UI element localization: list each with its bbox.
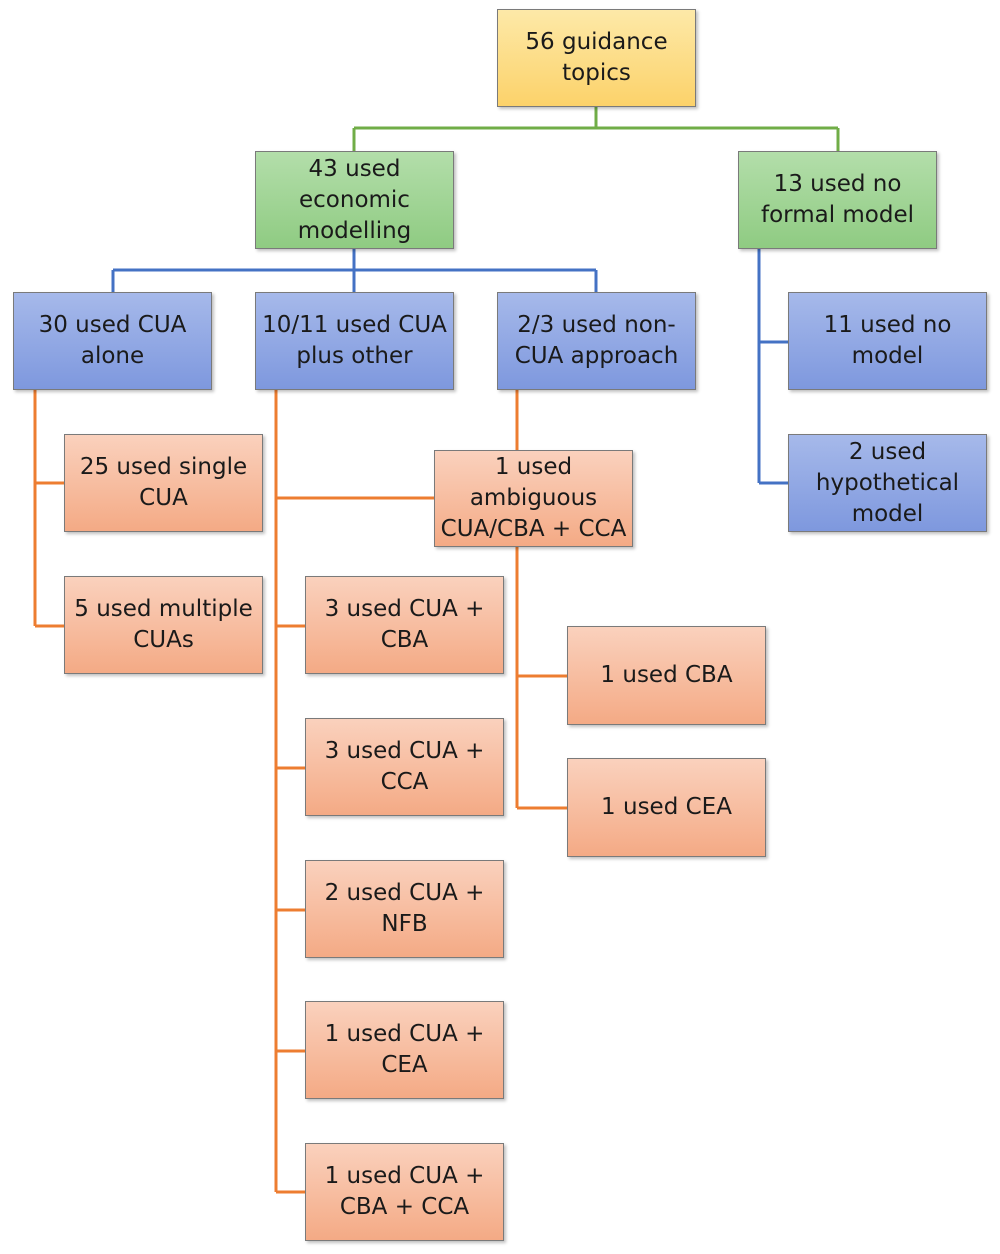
node-cua-nfb: 2 used CUA + NFB xyxy=(305,860,504,958)
node-cua-cea: 1 used CUA + CEA xyxy=(305,1001,504,1099)
node-no-formal-model: 13 used no formal model xyxy=(738,151,937,249)
node-hypothetical-model: 2 used hypothetical model xyxy=(788,434,987,532)
node-economic-modelling: 43 used economic modelling xyxy=(255,151,454,249)
node-cba: 1 used CBA xyxy=(567,626,766,725)
node-cua-cba: 3 used CUA + CBA xyxy=(305,576,504,674)
node-multiple-cuas: 5 used multiple CUAs xyxy=(64,576,263,674)
node-non-cua-approach: 2/3 used non- CUA approach xyxy=(497,292,696,390)
node-cua-plus-other: 10/11 used CUA plus other xyxy=(255,292,454,390)
node-cea: 1 used CEA xyxy=(567,758,766,857)
node-ambiguous: 1 used ambiguous CUA/CBA + CCA xyxy=(434,450,633,547)
node-cua-cba-cca: 1 used CUA + CBA + CCA xyxy=(305,1143,504,1241)
green-connectors xyxy=(352,107,840,151)
node-no-model: 11 used no model xyxy=(788,292,987,390)
node-cua-alone: 30 used CUA alone xyxy=(13,292,212,390)
orange-connectors xyxy=(33,390,567,1194)
node-cua-cca: 3 used CUA + CCA xyxy=(305,718,504,816)
node-single-cua: 25 used single CUA xyxy=(64,434,263,532)
node-root: 56 guidance topics xyxy=(497,9,696,107)
blue-connectors xyxy=(111,249,788,485)
